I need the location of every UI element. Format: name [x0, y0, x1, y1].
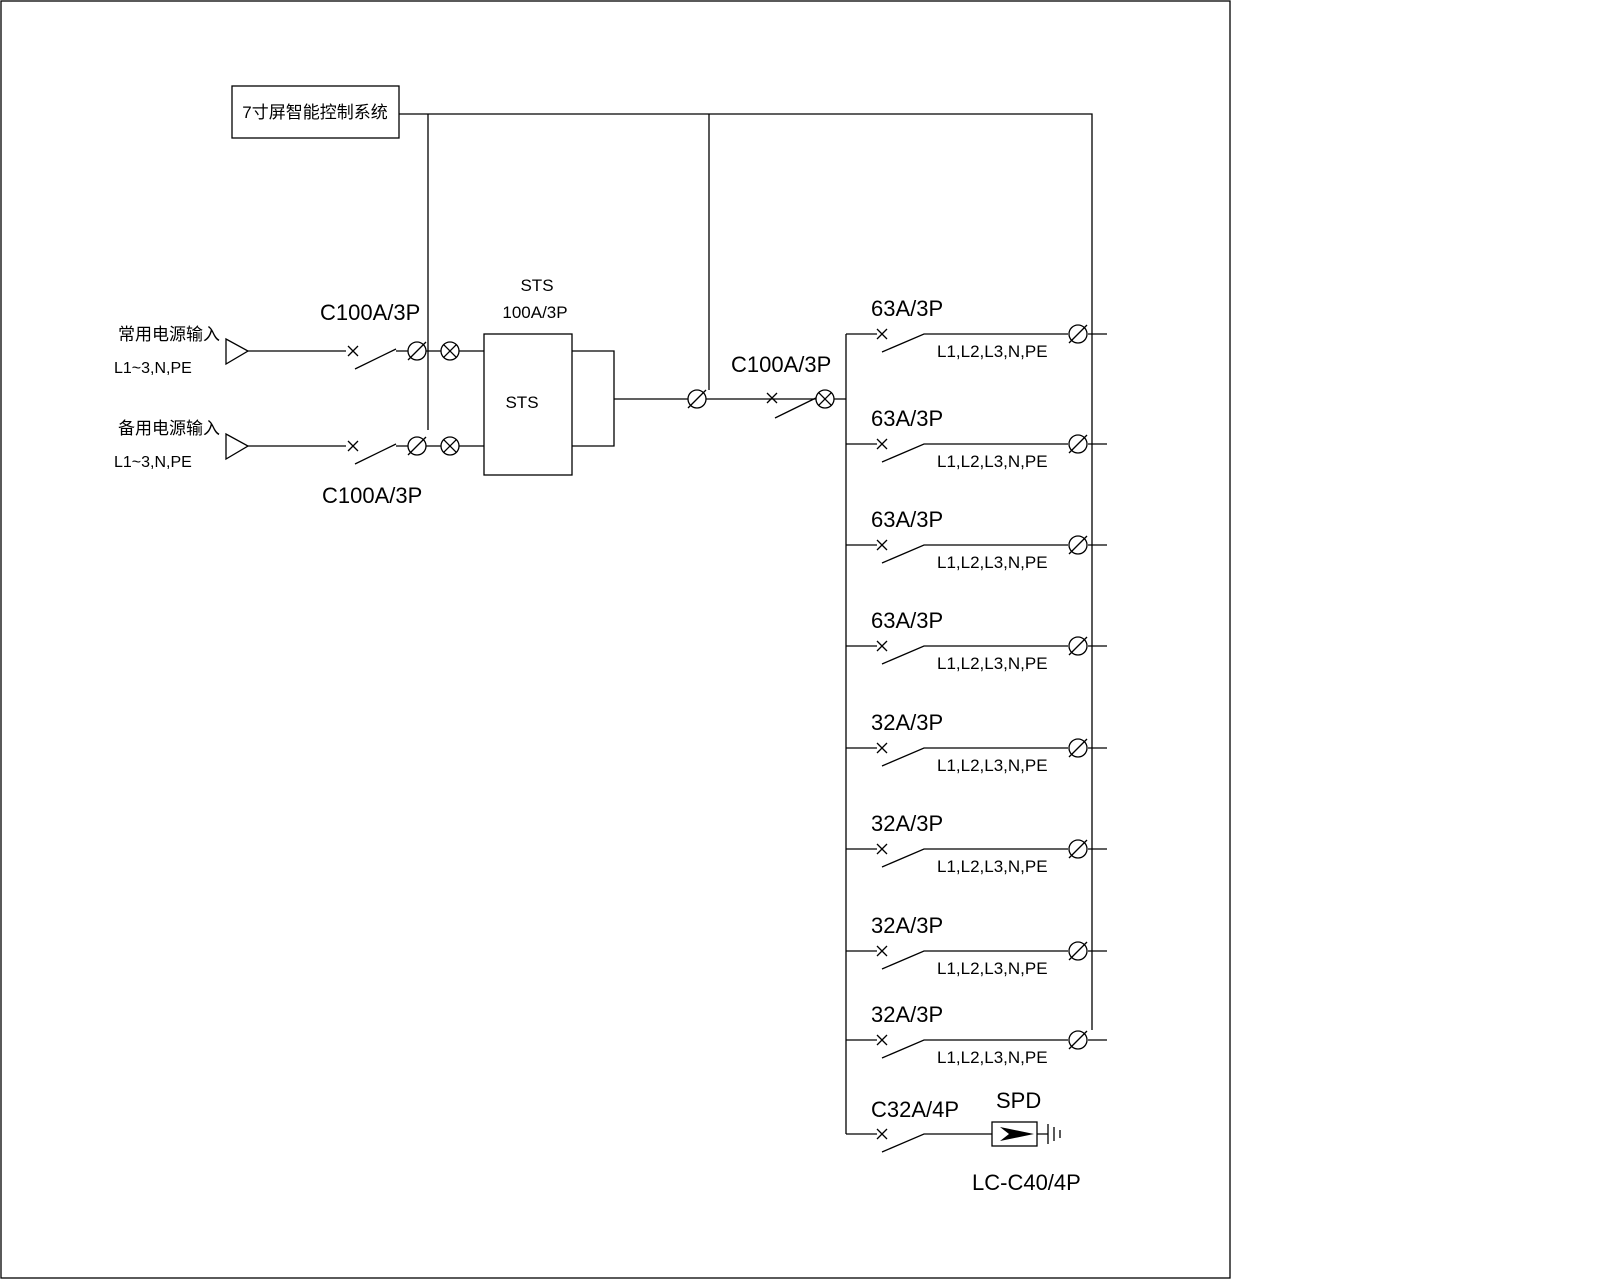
- ground-icon: [1037, 1124, 1061, 1144]
- sts-box-label: STS: [505, 393, 538, 412]
- branch-rating: 32A/3P: [871, 913, 943, 938]
- branch-circuit: 32A/3P L1,L2,L3,N,PE: [846, 710, 1107, 775]
- input-backup-breaker-x-icon: [347, 440, 359, 452]
- branch-rating: 32A/3P: [871, 1002, 943, 1027]
- input-backup: 备用电源输入 L1~3,N,PE C100A/3P: [114, 419, 484, 508]
- control-tap-isolator-icon: [687, 389, 707, 409]
- main-breaker-rating: C100A/3P: [731, 352, 831, 377]
- branch-phases: L1,L2,L3,N,PE: [937, 1048, 1048, 1067]
- branch-circuit: 63A/3P L1,L2,L3,N,PE: [846, 406, 1107, 471]
- branch-breaker-x-icon: [876, 328, 888, 340]
- input-normal-name: 常用电源输入: [118, 325, 220, 344]
- branch-terminal-icon: [1068, 941, 1088, 961]
- branch-terminal-icon: [1068, 434, 1088, 454]
- control-box: [231, 85, 400, 139]
- main-meter-icon: [815, 389, 835, 409]
- input-normal-phases: L1~3,N,PE: [114, 360, 192, 377]
- branch-breaker-contact: [881, 645, 1068, 665]
- branch-terminal-icon: [1068, 636, 1088, 656]
- branch-breaker-x-icon: [876, 539, 888, 551]
- spd-arrow-icon: [1000, 1127, 1034, 1141]
- spd-breaker-contact: [881, 1133, 992, 1153]
- spd-circuit: C32A/4P SPD LC-C40/4P: [846, 1088, 1081, 1195]
- branch-breaker-x-icon: [876, 843, 888, 855]
- branch-rating: 32A/3P: [871, 811, 943, 836]
- branch-phases: L1,L2,L3,N,PE: [937, 553, 1048, 572]
- input-backup-isolator-icon: [407, 436, 427, 456]
- control-system: 7寸屏智能控制系统: [231, 85, 1093, 1030]
- branch-terminal-icon: [1068, 839, 1088, 859]
- branch-rating: 63A/3P: [871, 406, 943, 431]
- sts-box: [483, 333, 573, 476]
- control-signal-bus: [399, 113, 1093, 1030]
- branch-rating: 63A/3P: [871, 608, 943, 633]
- branch-breaker-contact: [881, 443, 1068, 463]
- control-box-label: 7寸屏智能控制系统: [242, 103, 387, 122]
- branch-breaker-x-icon: [876, 742, 888, 754]
- branch-breaker-contact: [881, 1039, 1068, 1059]
- input-normal-breaker-x-icon: [347, 345, 359, 357]
- sts-unit: STS 100A/3P STS: [483, 276, 832, 476]
- input-normal-terminal: [225, 337, 250, 366]
- input-backup-terminal: [225, 432, 250, 461]
- input-normal-breaker-rating: C100A/3P: [320, 300, 420, 325]
- branch-phases: L1,L2,L3,N,PE: [937, 857, 1048, 876]
- branch-phases: L1,L2,L3,N,PE: [937, 654, 1048, 673]
- spd-model: LC-C40/4P: [972, 1170, 1081, 1195]
- branch-breaker-contact: [881, 333, 1068, 353]
- branch-breaker-x-icon: [876, 945, 888, 957]
- main-breaker-x-icon: [766, 392, 778, 404]
- branch-terminal-icon: [1068, 738, 1088, 758]
- branch-circuit: 32A/3P L1,L2,L3,N,PE: [846, 1002, 1107, 1067]
- input-backup-phases: L1~3,N,PE: [114, 454, 192, 471]
- sts-title: STS: [520, 276, 553, 295]
- branch-phases: L1,L2,L3,N,PE: [937, 756, 1048, 775]
- input-backup-meter-icon: [440, 436, 460, 456]
- branch-circuit: 63A/3P L1,L2,L3,N,PE: [846, 507, 1107, 572]
- input-backup-breaker-rating: C100A/3P: [322, 483, 422, 508]
- spd-breaker-rating: C32A/4P: [871, 1097, 959, 1122]
- branch-rating: 63A/3P: [871, 507, 943, 532]
- branch-circuit: 63A/3P L1,L2,L3,N,PE: [846, 608, 1107, 673]
- branch-breaker-contact: [881, 544, 1068, 564]
- sts-rating: 100A/3P: [502, 303, 567, 322]
- spd-label: SPD: [996, 1088, 1041, 1113]
- branch-rating: 63A/3P: [871, 296, 943, 321]
- branch-circuit: 32A/3P L1,L2,L3,N,PE: [846, 913, 1107, 978]
- branch-phases: L1,L2,L3,N,PE: [937, 342, 1048, 361]
- branch-terminal-icon: [1068, 1030, 1088, 1050]
- input-normal-isolator-icon: [407, 341, 427, 361]
- branch-breaker-x-icon: [876, 640, 888, 652]
- branch-circuits: 63A/3PL1,L2,L3,N,PE63A/3PL1,L2,L3,N,PE63…: [846, 296, 1107, 1067]
- branch-breaker-x-icon: [876, 1034, 888, 1046]
- terminal-symbols: [407, 341, 835, 456]
- branch-terminal-icon: [1068, 535, 1088, 555]
- branch-phases: L1,L2,L3,N,PE: [937, 452, 1048, 471]
- branch-rating: 32A/3P: [871, 710, 943, 735]
- spd-breaker-x-icon: [876, 1128, 888, 1140]
- drawing-frame: [0, 0, 1231, 1279]
- branch-circuit: 63A/3P L1,L2,L3,N,PE: [846, 296, 1107, 361]
- input-normal: 常用电源输入 L1~3,N,PE C100A/3P: [114, 300, 484, 377]
- input-backup-name: 备用电源输入: [118, 419, 220, 438]
- branch-breaker-contact: [881, 747, 1068, 767]
- branch-breaker-x-icon: [876, 438, 888, 450]
- main-breaker: C100A/3P: [731, 334, 847, 1134]
- branch-breaker-contact: [881, 950, 1068, 970]
- branch-terminal-icon: [1068, 324, 1088, 344]
- branch-phases: L1,L2,L3,N,PE: [937, 959, 1048, 978]
- branch-circuit: 32A/3P L1,L2,L3,N,PE: [846, 811, 1107, 876]
- input-normal-meter-icon: [440, 341, 460, 361]
- branch-breaker-contact: [881, 848, 1068, 868]
